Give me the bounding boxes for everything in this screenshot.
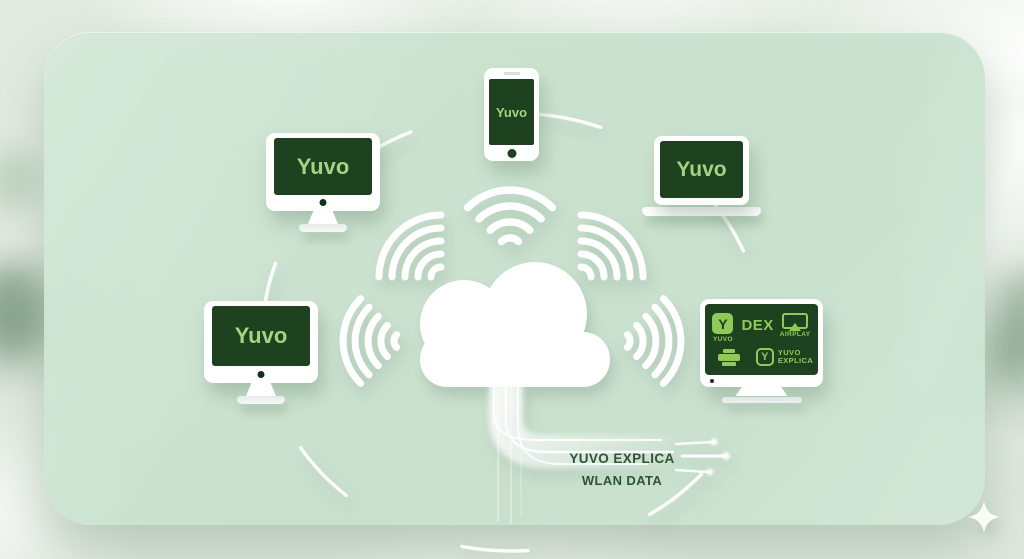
monitor-camera-dot	[257, 371, 265, 378]
monitor-left-label: Yuvo	[234, 323, 288, 348]
airplay-feature: AIRPLAY	[780, 313, 811, 338]
callout-line-1: YUVO EXPLICA	[569, 451, 675, 466]
callout-line-2: WLAN DATA	[581, 473, 663, 488]
background-shelf-blur-right	[986, 268, 1024, 384]
tv-screen-row-2: Y YUVO EXPLICA	[704, 348, 819, 366]
phone-screen: Yuvo	[489, 79, 534, 145]
laptop-screen-label: Yuvo	[676, 157, 727, 181]
phone-home-button	[507, 148, 516, 158]
monitor-stand-neck	[246, 383, 276, 396]
yuvo-explica-label: YUVO EXPLICA	[777, 347, 814, 365]
airplay-icon	[782, 313, 809, 331]
laptop-screen: Yuvo	[660, 141, 743, 198]
laptop-base	[642, 207, 761, 216]
monitor-camera-dot	[319, 199, 327, 206]
device-monitor-upper-left: Yuvo	[266, 133, 380, 232]
yuvo-app-icon: Y	[712, 313, 734, 334]
background-blur-left-upper	[0, 148, 42, 212]
background-shelf-blur-left	[0, 268, 44, 356]
phone-speaker	[503, 72, 520, 75]
smart-tv-screen: Y YUVO DEX AIRPLAY	[705, 304, 818, 375]
device-smart-tv: Y YUVO DEX AIRPLAY	[700, 299, 823, 403]
device-laptop: Yuvo	[642, 136, 761, 216]
tv-stand-neck	[735, 387, 788, 396]
tv-stand-base	[721, 397, 802, 403]
device-monitor-left: Yuvo	[204, 301, 318, 404]
phone-screen-label: Yuvo	[495, 104, 528, 120]
airplay-label: AIRPLAY	[779, 331, 811, 338]
dex-label: DEX	[741, 317, 774, 334]
monitor-left-screen: Yuvo	[212, 306, 310, 366]
yuvo-explica-app-icon: Y	[755, 348, 774, 366]
printer-icon	[717, 348, 740, 366]
tv-power-led	[710, 379, 714, 383]
yuvo-app-label: YUVO	[712, 336, 733, 343]
monitor-upper-left-label: Yuvo	[296, 153, 350, 179]
yuvo-app: Y YUVO	[712, 313, 734, 343]
monitor-upper-left-screen: Yuvo	[274, 138, 372, 195]
tv-screen-row-1: Y YUVO DEX AIRPLAY	[706, 313, 816, 343]
monitor-stand-neck	[308, 211, 338, 224]
device-phone: Yuvo	[484, 68, 539, 161]
yuvo-explica-app: Y YUVO EXPLICA	[755, 347, 814, 366]
monitor-stand-base	[299, 224, 347, 232]
monitor-stand-base	[237, 396, 285, 404]
callout: YUVO EXPLICA WLAN DATA	[552, 451, 692, 488]
